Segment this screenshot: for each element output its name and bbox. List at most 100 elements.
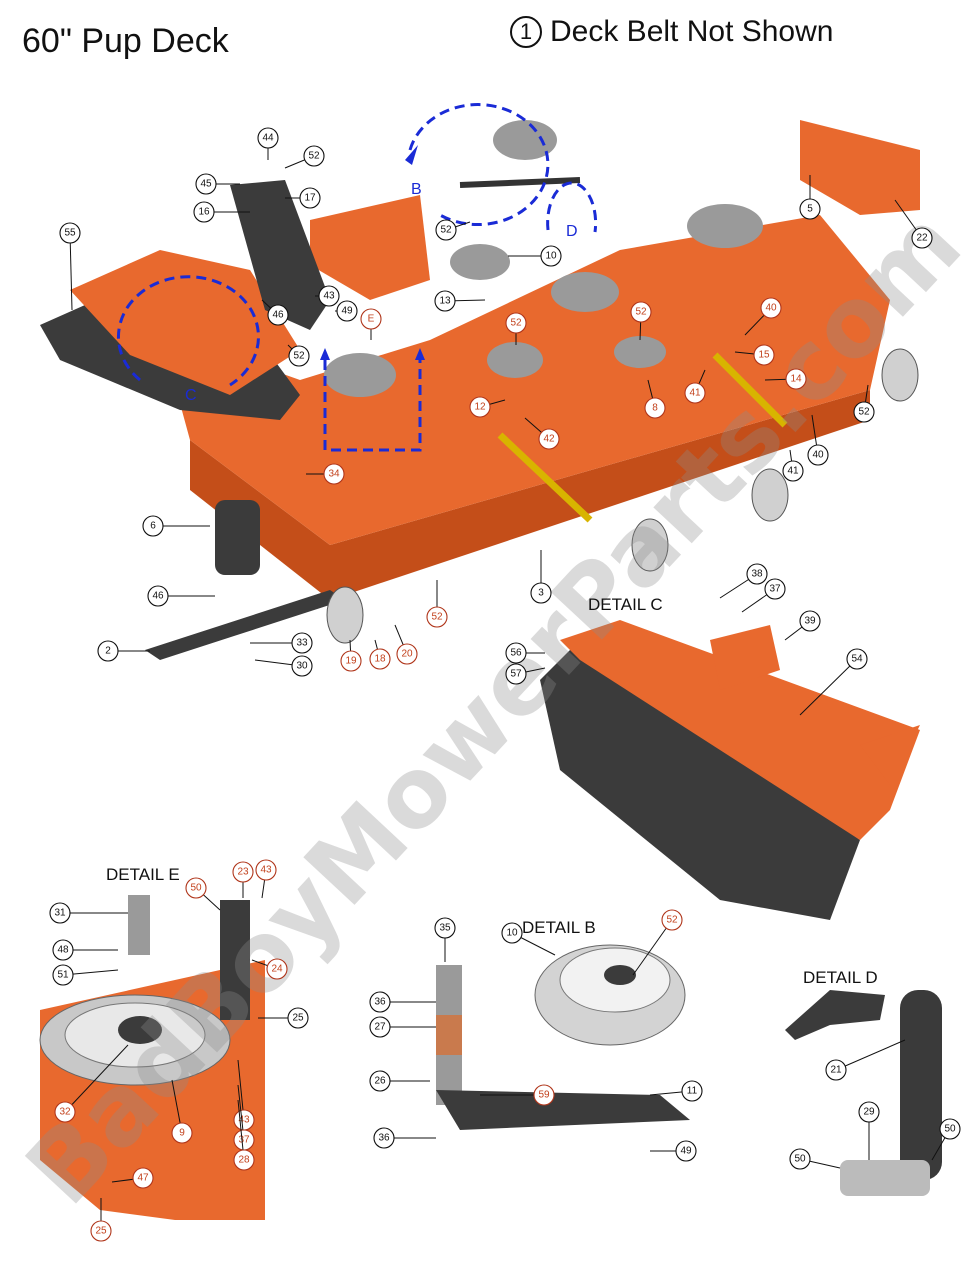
callout-circle [287,1007,309,1029]
callout-9: 9 [171,1079,193,1144]
callout-46: 46 [261,299,289,326]
callout-36: 36 [373,1127,436,1149]
callout-number: 45 [200,179,212,190]
callout-37: 37 [741,578,786,613]
callout-number: 50 [944,1124,956,1135]
callout-43: 43 [315,285,340,307]
callout-circle [52,964,74,986]
callout-57: 57 [505,663,546,685]
callout-52: 52 [853,384,875,423]
mower-deck [160,120,920,600]
callout-circle [369,1070,391,1092]
view-letter-b: B [411,181,422,198]
callout-circle [369,648,391,670]
callout-number: 25 [95,1226,107,1237]
callout-circle [233,1149,255,1171]
callout-38: 38 [719,563,768,599]
view-letter-d: D [566,223,578,240]
detail-c-label: DETAIL C [588,595,663,614]
callout-54: 54 [799,648,868,716]
callout-31: 31 [49,902,128,924]
callout-6: 6 [142,515,210,537]
callout-29: 29 [858,1101,880,1160]
callout-number: 16 [198,207,210,218]
callout-46: 46 [147,585,215,607]
callout-circle [505,642,527,664]
callout-E: E [360,308,382,340]
callout-52: 52 [505,312,527,345]
callout-circle [193,201,215,223]
callout-number: 43 [323,291,335,302]
callout-circle [373,1127,395,1149]
callout-number: 59 [538,1090,550,1101]
view-direction-arrows [116,103,598,452]
callout-50: 50 [931,1118,961,1161]
callout-number: 18 [374,654,386,665]
callout-5: 5 [799,175,821,220]
callout-number: 49 [680,1146,692,1157]
callout-number: 41 [787,466,799,477]
callout-circle [785,368,807,390]
callout-circle [90,1220,112,1242]
callout-number: 56 [510,648,522,659]
callout-16: 16 [193,201,250,223]
callout-number: 3 [538,588,544,599]
callout-number: 41 [689,388,701,399]
callout-leader [69,232,73,311]
callout-circle [288,345,310,367]
callout-number: 43 [260,865,272,876]
callout-circle [142,515,164,537]
callout-number: 10 [506,928,518,939]
callout-circle [746,563,768,585]
detail-e-label: DETAIL E [106,865,180,884]
spindle-pulleys [324,120,763,397]
callout-circle [185,877,207,899]
callout-52: 52 [287,344,310,367]
callout-20: 20 [394,624,418,665]
callout-number: 52 [858,407,870,418]
callout-number: 48 [57,945,69,956]
callout-circle [255,859,277,881]
callout-13: 13 [434,290,486,312]
callout-circle [764,578,786,600]
callout-36: 36 [369,991,436,1013]
callout-number: 55 [64,228,76,239]
callout-circle [369,991,391,1013]
callout-number: 46 [152,591,164,602]
callout-circle [97,640,119,662]
callout-number: 10 [545,251,557,262]
callout-35: 35 [434,917,456,962]
callout-circle [59,222,81,244]
callout-circle [257,127,279,149]
callout-21: 21 [825,1039,906,1081]
callout-number: 52 [431,612,443,623]
deck-shield [40,250,300,420]
callout-number: 12 [474,402,486,413]
callout-number: 57 [510,669,522,680]
callout-number: 13 [439,296,451,307]
callout-11: 11 [649,1080,703,1102]
callout-26: 26 [369,1070,430,1092]
callout-number: 52 [635,307,647,318]
callout-circle [644,397,666,419]
callout-22: 22 [894,199,933,249]
callout-circle [303,145,325,167]
page-title: 60" Pup Deck [22,22,229,60]
callout-number: 37 [769,584,781,595]
callout-18: 18 [369,639,391,670]
callout-number: 50 [794,1154,806,1165]
callout-59: 59 [480,1084,555,1106]
callout-circle [939,1118,961,1140]
callout-number: 17 [304,193,316,204]
callout-number: 40 [812,450,824,461]
callout-number: 33 [296,638,308,649]
callout-circle [533,1084,555,1106]
callout-number: 52 [666,915,678,926]
callout-circle [266,958,288,980]
callout-number: 15 [758,350,770,361]
callout-number: 11 [687,1086,698,1097]
callout-leader [632,919,673,976]
callout-12: 12 [469,396,506,418]
callout-23: 23 [232,861,254,898]
detail-e-pulley [39,895,265,1220]
